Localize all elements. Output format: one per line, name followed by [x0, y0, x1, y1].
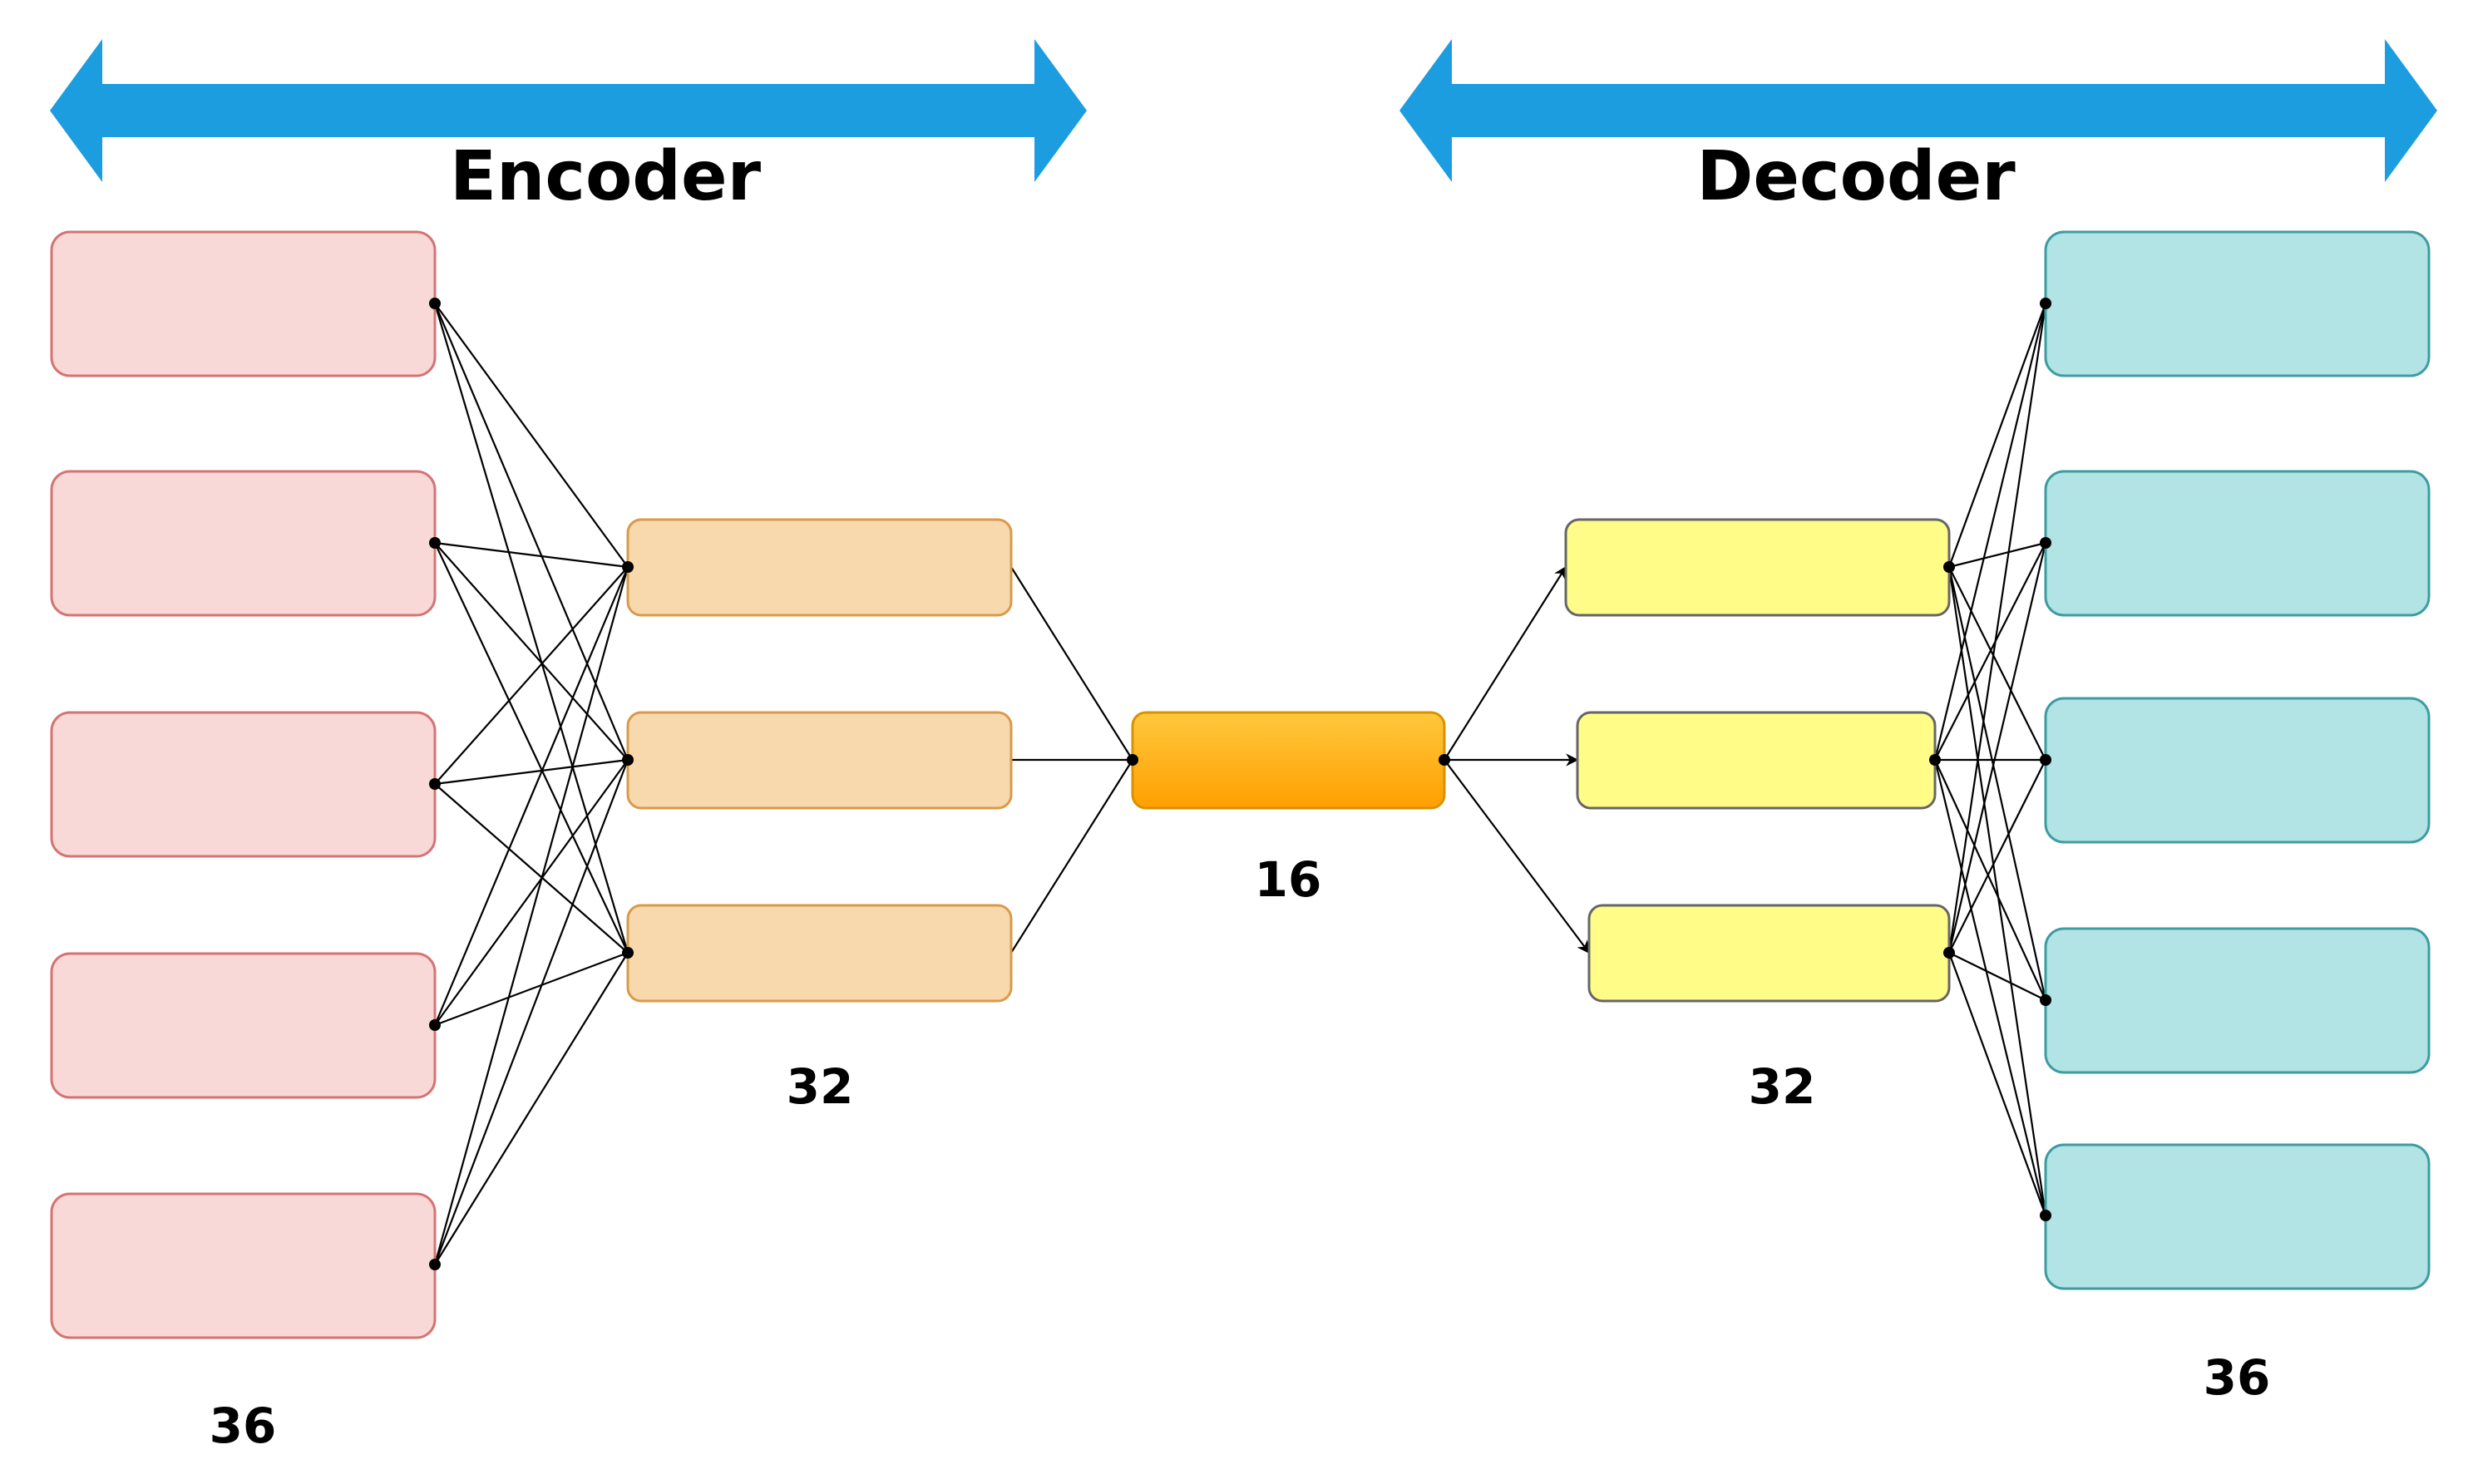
bottleneck-node [1131, 711, 1446, 810]
output-node [2044, 697, 2431, 844]
decoder-output-edge [1934, 542, 2046, 761]
connection-dot [2040, 298, 2051, 309]
decoder-hidden-node [1564, 518, 1951, 617]
input-node [50, 230, 437, 377]
connection-dot [429, 1019, 441, 1031]
decoder-output-edge [1948, 759, 2046, 954]
input-layer [50, 230, 437, 1339]
connection-dot [2040, 994, 2051, 1006]
connection-dot [1929, 754, 1941, 766]
encoder-edge [434, 759, 629, 1026]
encoder-edge [434, 542, 629, 954]
encoder-hidden-size-label: 32 [787, 1058, 854, 1115]
decoder-output-edge [1947, 952, 2047, 1216]
input-size-label: 36 [210, 1398, 277, 1454]
encoder-edge [434, 758, 629, 786]
connection-dot [429, 537, 441, 549]
encoder-edge [434, 541, 629, 569]
connection-dot [1943, 947, 1955, 959]
decoder-input-edge [1444, 759, 1590, 954]
encoder-edge [434, 783, 629, 954]
connection-dot [622, 754, 634, 766]
connection-dot [1943, 561, 1955, 573]
decoder-output-edge [1933, 759, 2047, 1216]
connection-points [429, 298, 2051, 1270]
encoder-hidden-node [626, 518, 1013, 617]
output-node [2044, 927, 2431, 1074]
bottleneck-edge [1010, 566, 1133, 761]
decoder-hidden-node [1576, 711, 1937, 810]
input-node [50, 470, 437, 617]
bottleneck-size-label: 16 [1255, 851, 1322, 908]
decoder-hidden-layer [1564, 518, 1951, 1003]
encoder-edge [433, 566, 629, 1265]
encoder-edge [433, 759, 629, 1265]
connections [433, 303, 2047, 1265]
decoder-output-edge [1948, 952, 2046, 1001]
connection-dot [2040, 1210, 2051, 1221]
encoder-edge [433, 303, 629, 761]
connection-dot [622, 561, 634, 573]
decoder-hidden-node [1587, 904, 1951, 1003]
encoder-edge [434, 951, 629, 1027]
connection-dot [622, 947, 634, 959]
output-size-label: 36 [2204, 1349, 2271, 1406]
decoder-output-edge [1947, 542, 2047, 954]
input-node [50, 1192, 437, 1339]
encoder-edge [434, 303, 629, 568]
encoder-edge [434, 542, 629, 761]
decoder-output-edge [1947, 566, 2047, 1216]
decoder-title: Decoder [1696, 137, 2016, 216]
output-node [2044, 470, 2431, 617]
decoder-output-edge [1948, 566, 2046, 761]
connection-dot [429, 778, 441, 790]
output-node [2044, 230, 2431, 377]
decoder-output-edge [1948, 541, 2046, 569]
encoder-edge [434, 566, 629, 785]
connection-dot [1439, 754, 1450, 766]
output-layer [2044, 230, 2431, 1290]
decoder-output-edge [1934, 759, 2046, 1001]
encoder-edge [433, 303, 629, 954]
decoder-output-edge [1933, 303, 2047, 761]
bottleneck-edge [1010, 759, 1133, 954]
encoder-edge [434, 952, 629, 1265]
encoder-edge [433, 566, 629, 1026]
connection-dot [1127, 754, 1138, 766]
decoder-hidden-size-label: 32 [1749, 1058, 1816, 1115]
connection-dot [429, 298, 441, 309]
decoder-output-edge [1947, 566, 2047, 1001]
encoder-title: Encoder [450, 137, 762, 216]
encoder-hidden-layer [626, 518, 1013, 1003]
decoder-output-edge [1947, 303, 2047, 568]
connection-dot [2040, 754, 2051, 766]
decoder-span-arrow [1399, 39, 2437, 182]
encoder-span-arrow [50, 39, 1087, 182]
decoder-input-edge [1444, 565, 1567, 761]
decoder-output-edge [1947, 303, 2047, 954]
connection-dot [429, 1259, 441, 1270]
encoder-hidden-node [626, 711, 1013, 810]
connection-dot [2040, 537, 2051, 549]
input-node [50, 711, 437, 858]
encoder-hidden-node [626, 904, 1013, 1003]
output-node [2044, 1143, 2431, 1290]
input-node [50, 952, 437, 1099]
